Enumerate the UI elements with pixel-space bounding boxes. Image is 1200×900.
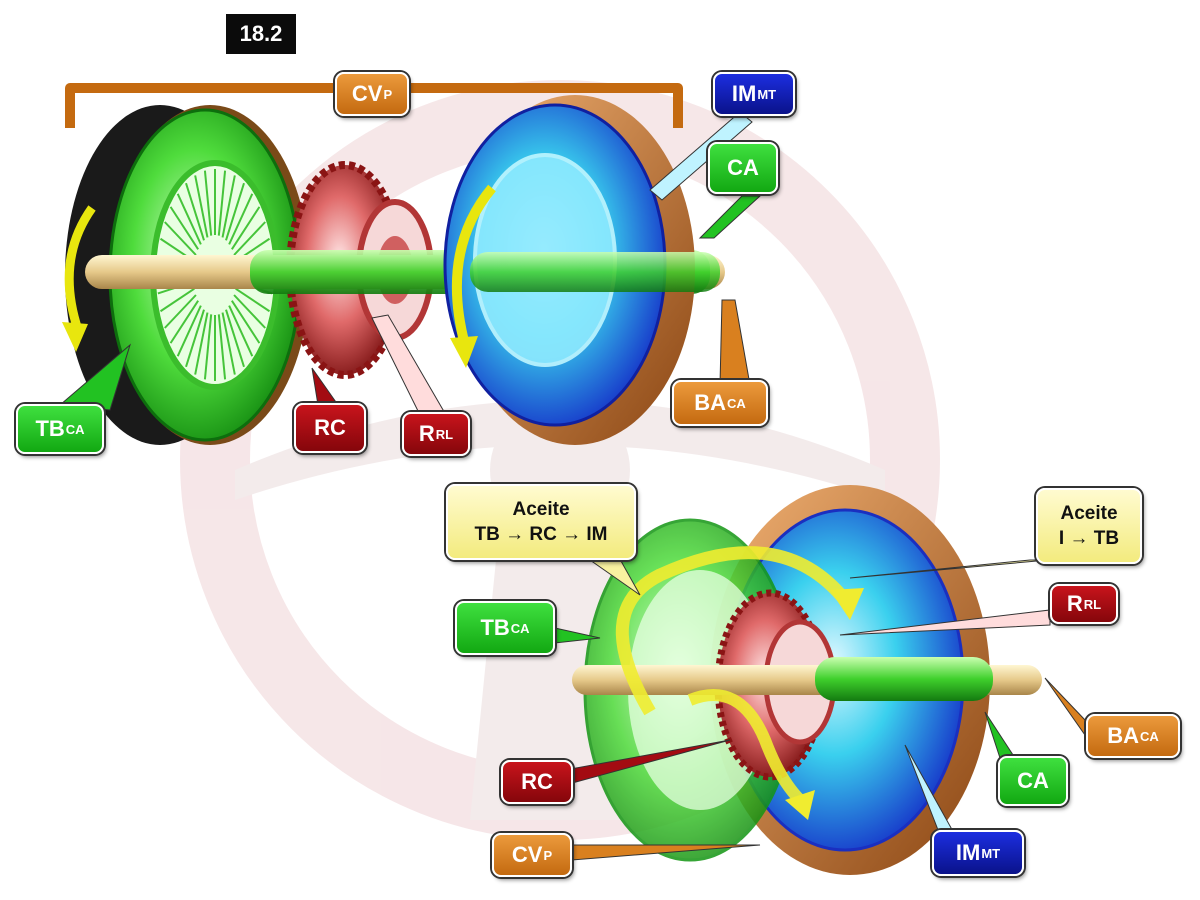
label-ca-top: CA xyxy=(708,142,778,194)
label-rc-top: RC xyxy=(294,403,366,453)
label-oil-flow-tb-rc-im: Aceite TB → RC → IM xyxy=(446,484,636,560)
label-rc-bottom: RC xyxy=(501,760,573,804)
label-ca-bottom: CA xyxy=(998,756,1068,806)
output-shaft-bottom xyxy=(815,657,993,701)
label-oil-flow-i-tb: Aceite I → TB xyxy=(1036,488,1142,564)
output-shaft-top-front xyxy=(470,252,720,292)
figure-number: 18.2 xyxy=(226,14,296,54)
